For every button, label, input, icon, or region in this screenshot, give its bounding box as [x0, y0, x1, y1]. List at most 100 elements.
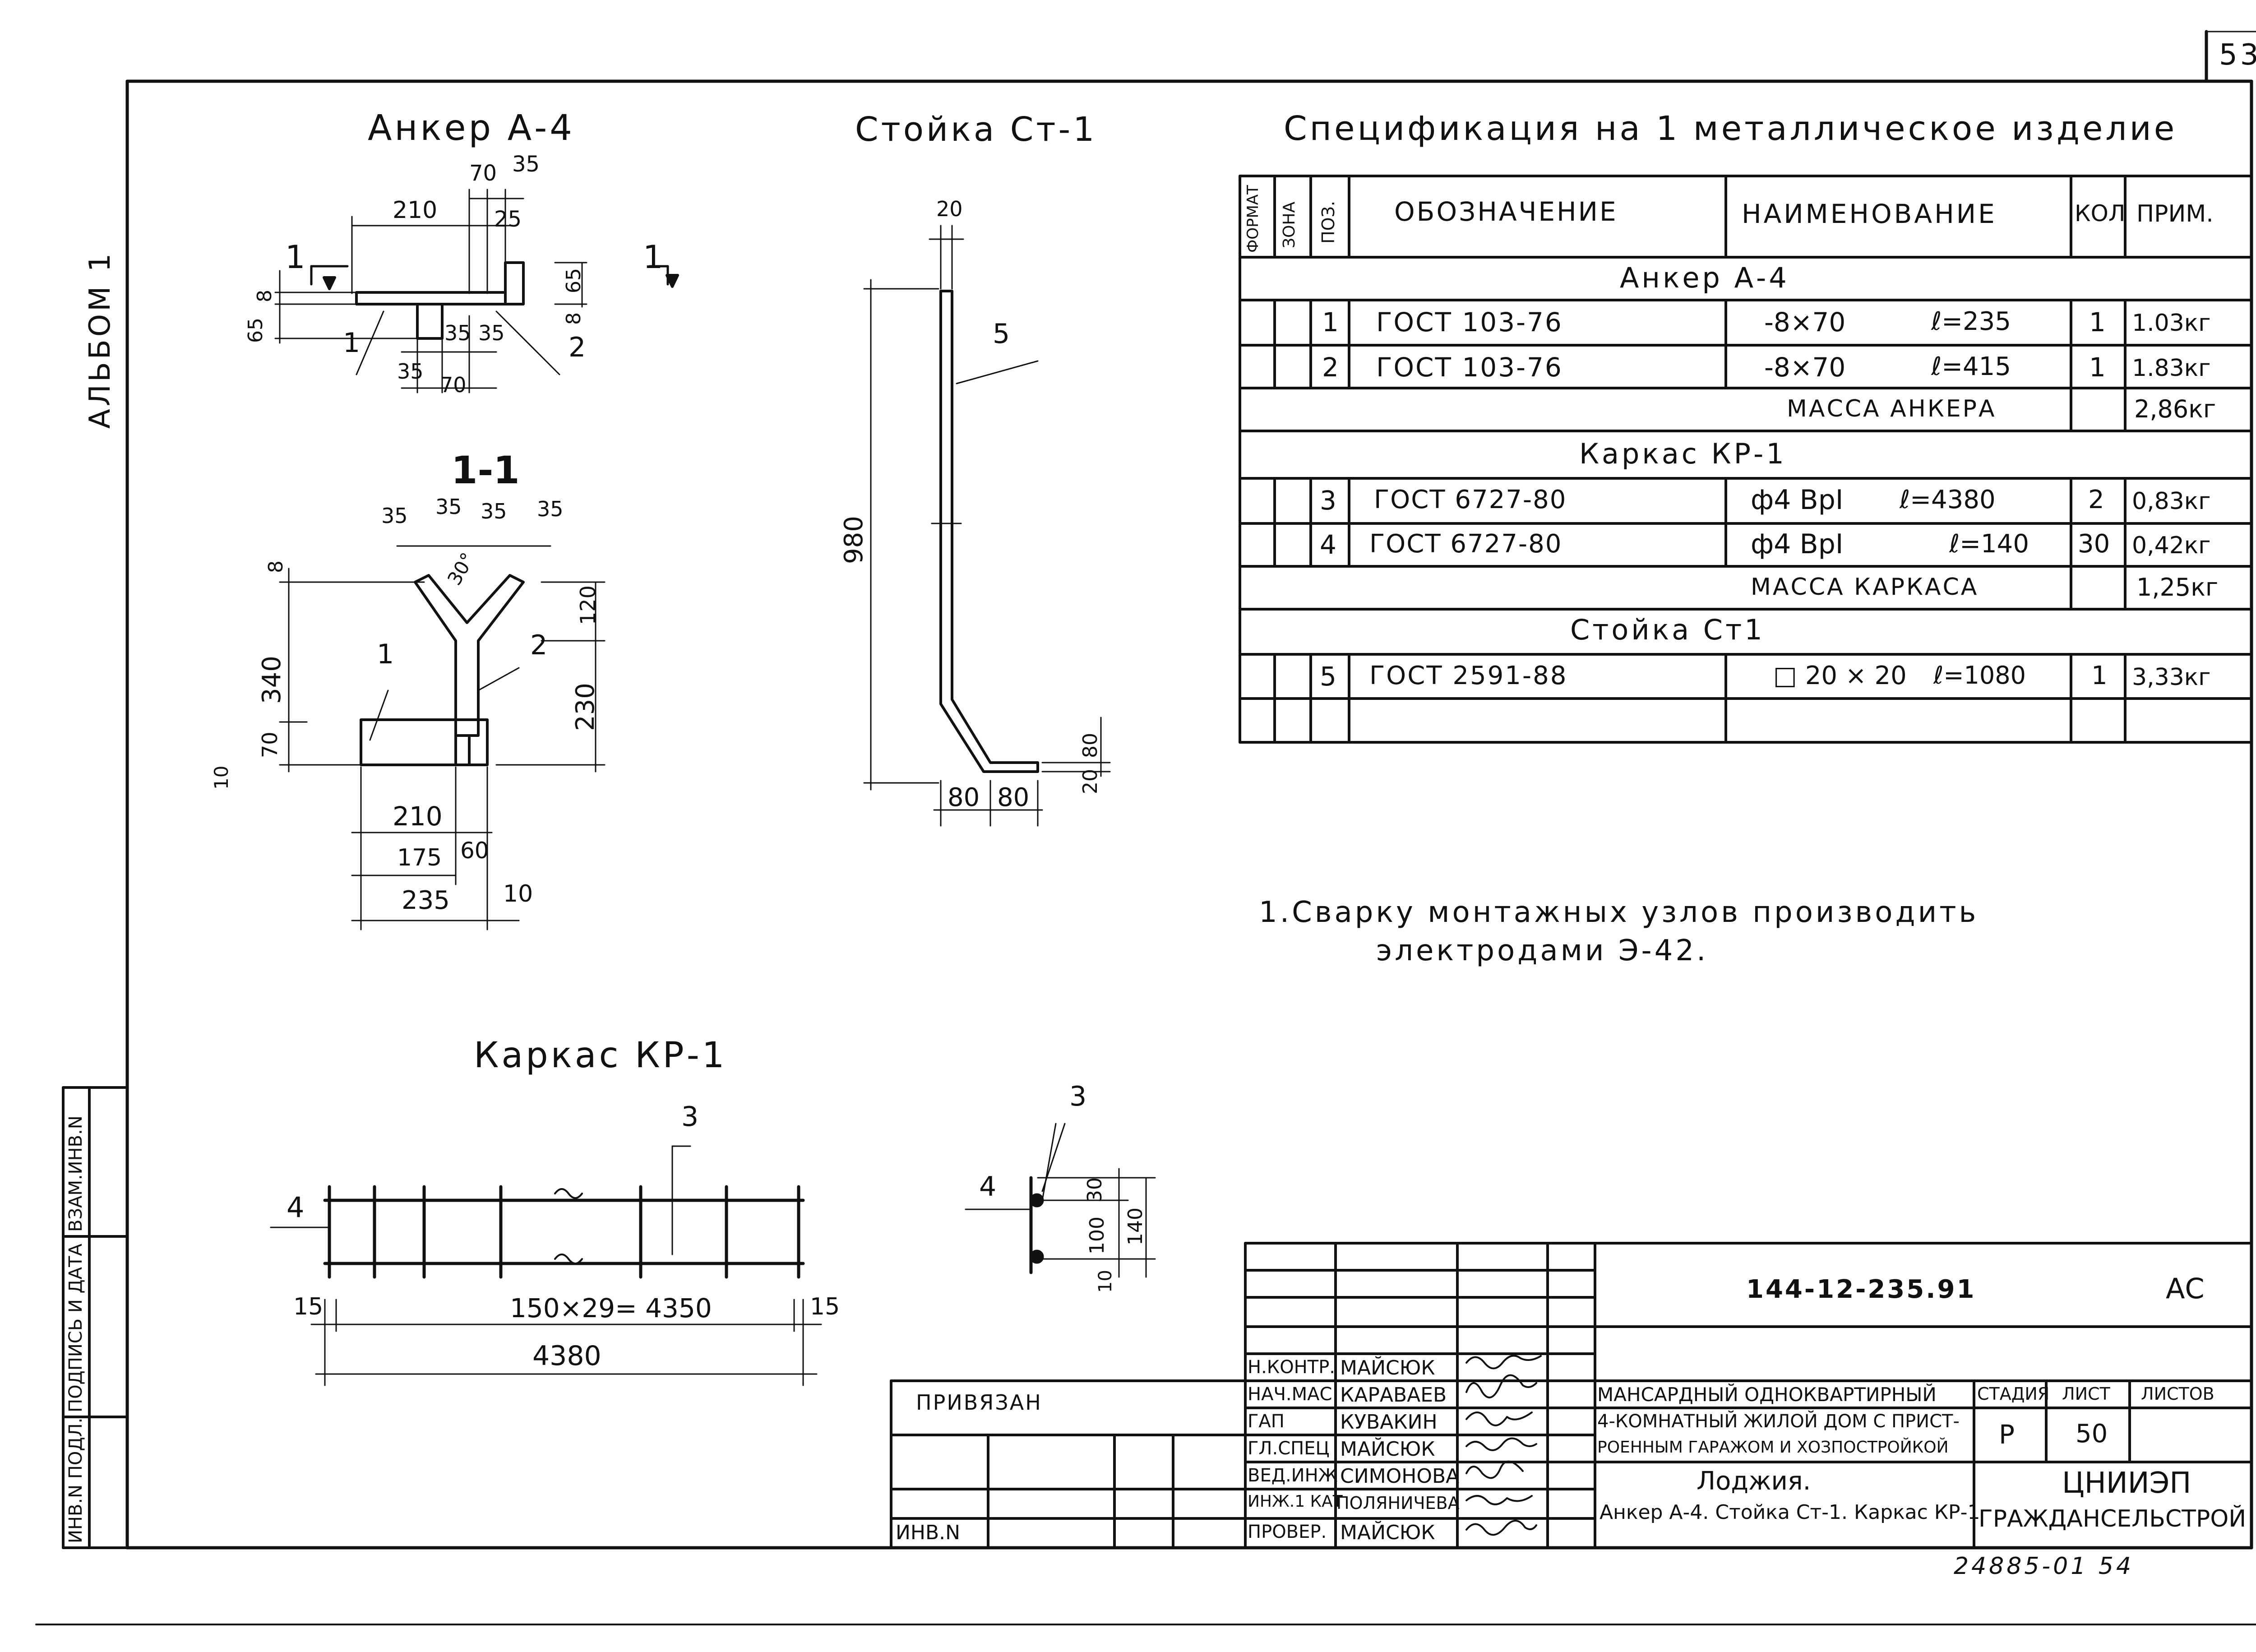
spec-mass-value: 2,86кг: [2134, 395, 2216, 423]
anker-dim-35-b: 35: [478, 321, 505, 345]
anker-title: Анкер А-4: [368, 108, 575, 148]
spec-row-name: ф4 ВрI: [1751, 528, 1844, 560]
karkas-breaks: [554, 1188, 583, 1264]
section-callout-1: 1: [377, 639, 394, 670]
anker-section-mark-right: 1: [643, 239, 663, 276]
anker-dim-70-b: 70: [440, 373, 467, 397]
project-line-3: РОЕННЫМ ГАРАЖОМ И ХОЗПОСТРОЙКОЙ: [1597, 1438, 1949, 1457]
section-dim-70: 70: [258, 731, 282, 758]
stoyka-dimensions: [863, 225, 1111, 827]
spec-title: Спецификация на 1 металлическое изделие: [1284, 109, 2177, 148]
side-stamp-lines: [62, 1086, 129, 1549]
section-dim-210: 210: [393, 801, 443, 832]
section-dim-175: 175: [397, 844, 442, 871]
stoyka-dim-20-top: 20: [936, 197, 963, 221]
section-dim-10: 10: [210, 765, 232, 790]
staff-name: ПОЛЯНИЧЕВА: [1336, 1493, 1460, 1513]
staff-name: МАЙСЮК: [1340, 1438, 1435, 1461]
section-title: 1-1: [451, 448, 520, 492]
stoyka-dim-80-side: 80: [1079, 733, 1102, 758]
anker-dim-65-right: 65: [562, 268, 585, 293]
staff-name: КУВАКИН: [1340, 1411, 1438, 1434]
sheet-label: ЛИСТ: [2062, 1384, 2110, 1404]
section-dim-35-b: 35: [435, 495, 462, 519]
staff-role: ИНЖ.1 КАТ: [1248, 1492, 1343, 1511]
anker-callout-2: 2: [569, 332, 586, 363]
section-dim-8: 8: [264, 560, 287, 573]
staff-role: ГЛ.СПЕЦ: [1248, 1438, 1330, 1459]
spec-row-qty: 1: [2089, 307, 2106, 338]
note-line-1: 1.Сварку монтажных узлов производить: [1259, 896, 1979, 929]
spec-row-qty: 30: [2078, 529, 2110, 559]
spec-row-note: 3,33кг: [2132, 664, 2211, 691]
sheet-name-line-2: Анкер А-4. Стойка Ст-1. Каркас КР-1: [1600, 1501, 1980, 1524]
spec-mass-label: МАССА АНКЕРА: [1787, 395, 1997, 422]
stamp-vzam-inv: ВЗАМ.ИНВ.N: [65, 1115, 86, 1232]
karkas-detail-dims: [965, 1123, 1156, 1278]
anker-dim-35-a: 35: [444, 321, 471, 345]
sheet-number: 53: [2219, 38, 2256, 72]
spec-row-length: ℓ=235: [1931, 307, 2011, 336]
spec-row-length: ℓ=1080: [1933, 661, 2026, 689]
spec-header-format: ФОРМАТ: [1244, 185, 1262, 253]
spec-row-length: ℓ=415: [1931, 352, 2011, 381]
staff-name: МАЙСЮК: [1340, 1521, 1435, 1544]
karkas-dim-spacing: 150×29= 4350: [510, 1293, 712, 1323]
anker-drawing: [310, 261, 679, 340]
spec-header-note: ПРИМ.: [2136, 200, 2214, 227]
stoyka-dim-20-side: 20: [1079, 769, 1102, 794]
section-dim-60: 60: [460, 838, 489, 864]
spec-row-note: 1.83кг: [2132, 355, 2211, 382]
stoyka-dim-80-a: 80: [948, 783, 980, 812]
spec-header-pos: ПОЗ.: [1318, 201, 1338, 244]
karkas-dim-15-right: 15: [810, 1293, 840, 1320]
note-line-2: электродами Э-42.: [1376, 934, 1709, 967]
anker-dim-8-left: 8: [253, 290, 276, 302]
spec-row-pos: 5: [1320, 661, 1336, 692]
spec-row-name: □ 20 × 20: [1773, 661, 1907, 690]
spec-row-qty: 1: [2089, 352, 2106, 383]
spec-row-name: ф4 ВрI: [1751, 484, 1844, 516]
spec-group-karkas: Каркас КР-1: [1579, 437, 1787, 470]
detail-dim-100: 100: [1086, 1217, 1109, 1254]
spec-group-stoyka: Стойка Ст1: [1570, 613, 1765, 646]
spec-row-designation: ГОСТ 2591-88: [1369, 661, 1568, 690]
privyazan-label: ПРИВЯЗАН: [916, 1390, 1042, 1415]
staff-name: КАРАВАЕВ: [1340, 1384, 1447, 1407]
spec-header-designation: ОБОЗНАЧЕНИЕ: [1394, 196, 1618, 227]
spec-row-pos: 3: [1320, 485, 1336, 516]
section-dim-35-a: 35: [381, 504, 408, 528]
sheet-name-line-1: Лоджия.: [1697, 1467, 1811, 1496]
karkas-dimensions: [310, 1299, 822, 1386]
spec-row-note: 1.03кг: [2132, 310, 2211, 337]
stoyka-dim-980: 980: [839, 516, 869, 564]
section-dim-35-d: 35: [537, 497, 564, 521]
section-dim-235: 235: [402, 886, 450, 915]
staff-name: СИМОНОВА: [1340, 1465, 1460, 1488]
karkas-drawing: [270, 1145, 805, 1279]
karkas-detail: [1029, 1176, 1044, 1274]
stage-label: СТАДИЯ: [1977, 1384, 2050, 1404]
anker-dim-35-c: 35: [397, 359, 424, 384]
stamp-inv-podl: ИНВ.N ПОДЛ.: [65, 1417, 86, 1543]
spec-row-note: 0,83кг: [2132, 488, 2211, 515]
spec-mass-value: 1,25кг: [2136, 573, 2219, 602]
inv-n-label: ИНВ.N: [896, 1521, 961, 1544]
detail-dim-140: 140: [1124, 1208, 1147, 1245]
section-dim-10-b: 10: [503, 880, 533, 907]
spec-row-length: ℓ=4380: [1900, 485, 1996, 514]
staff-role: ГАП: [1248, 1411, 1285, 1432]
anker-dim-8-right: 8: [562, 312, 585, 325]
detail-callout-4: 4: [979, 1171, 997, 1203]
anker-section-mark-left: 1: [285, 239, 305, 276]
staff-role: ВЕД.ИНЖ: [1248, 1465, 1338, 1486]
signatures: [1465, 1355, 1542, 1536]
spec-row-designation: ГОСТ 103-76: [1376, 307, 1563, 338]
project-line-1: МАНСАРДНЫЙ ОДНОКВАРТИРНЫЙ: [1597, 1384, 1937, 1406]
stage-value: Р: [1999, 1419, 2015, 1450]
section-dim-340: 340: [257, 656, 287, 704]
karkas-dim-4380: 4380: [532, 1340, 601, 1372]
document-mark: АС: [2166, 1272, 2205, 1305]
spec-group-anker: Анкер А-4: [1620, 261, 1789, 294]
